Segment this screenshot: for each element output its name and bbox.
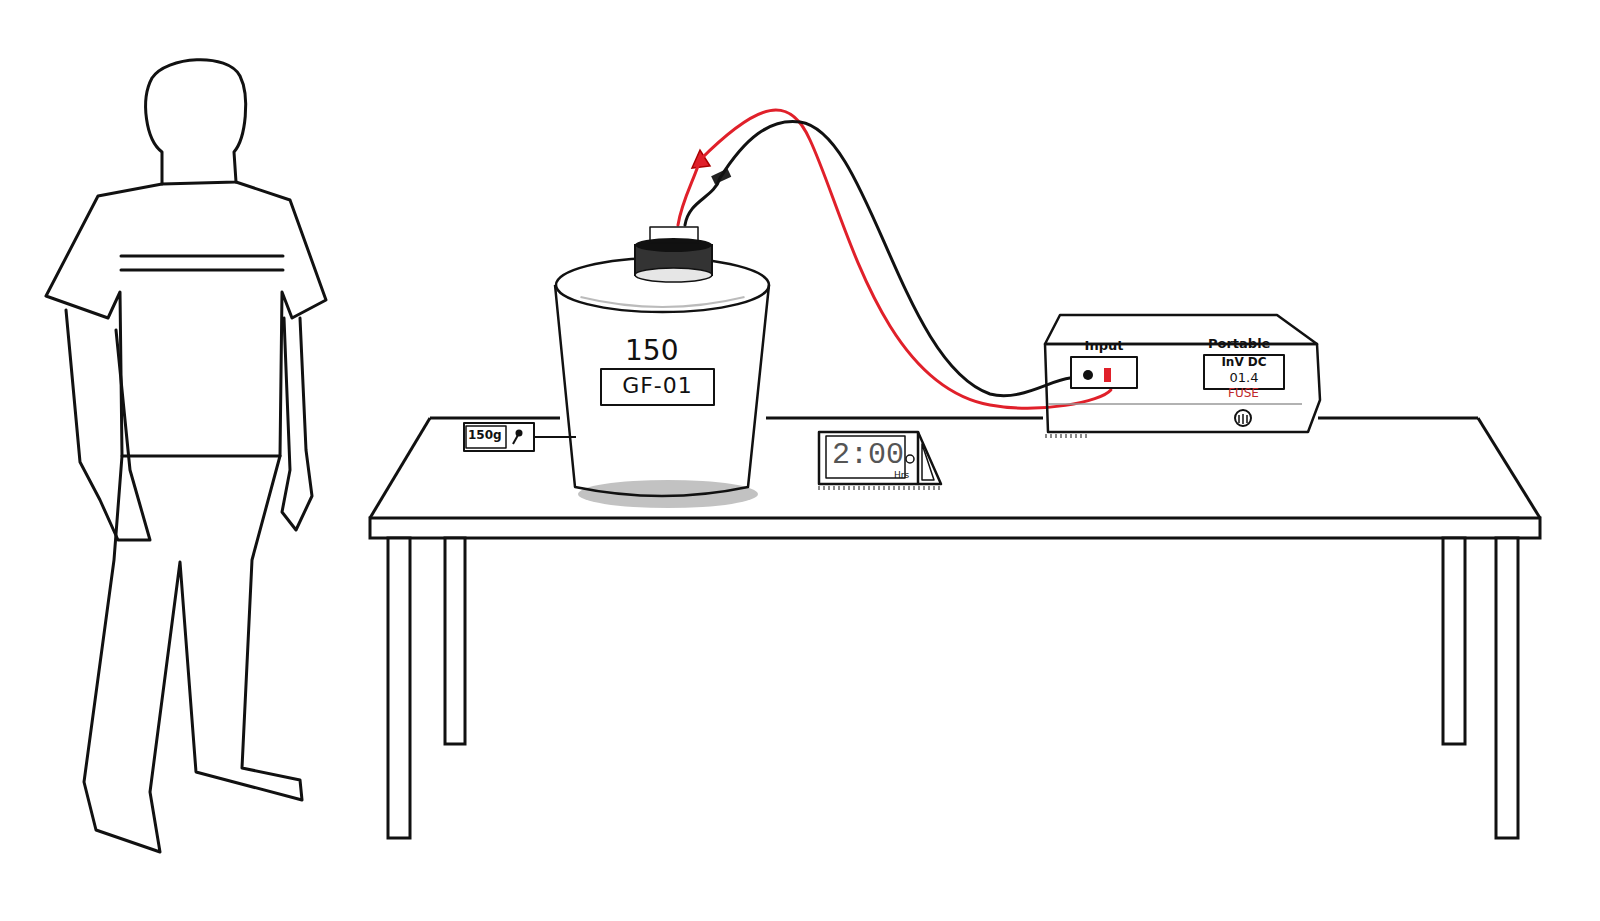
table-left-edge: [370, 418, 430, 518]
fuse-label: FUSE: [1228, 387, 1259, 401]
scale-outline: [464, 423, 534, 451]
meter-display: InV DC01.4: [1203, 354, 1285, 390]
input-label: Input: [1070, 339, 1138, 354]
table-front: [370, 518, 1540, 538]
probe-holder-base: [635, 268, 712, 282]
rim-shade: [581, 297, 745, 307]
timer-node: 2:00Hrs: [818, 430, 943, 488]
fuse-grip: [1239, 414, 1247, 424]
bucket-label: GF-01: [600, 373, 715, 398]
input-outline: [1071, 357, 1137, 388]
timer-unit: Hrs: [894, 470, 909, 480]
display-mode: InV DC: [1203, 356, 1285, 370]
person-outline: [46, 60, 326, 852]
person-right-arm: [282, 318, 312, 530]
bucket-shadow: [578, 480, 758, 508]
meter-shape: [1040, 312, 1322, 437]
device-shadow: [1045, 434, 1090, 438]
box-outline: [601, 369, 714, 405]
bucket-number: 150: [625, 335, 678, 367]
probe-clamp: [650, 227, 698, 243]
table-leg: [445, 538, 465, 744]
table-leg: [1496, 538, 1518, 838]
shirt-stripe: [121, 269, 283, 272]
person-head: [146, 60, 246, 184]
person-left-arm: [66, 310, 150, 540]
table-back-edge: [430, 417, 560, 420]
timer-stand: [918, 432, 941, 484]
display-value: 01.4: [1203, 371, 1285, 386]
scale-key: [516, 430, 523, 437]
table: [370, 418, 1540, 838]
timer-screen: [826, 436, 905, 478]
timer-body: [819, 432, 918, 484]
meter-trim: [1048, 403, 1302, 405]
bucket-body: [555, 285, 769, 496]
black-lead: [685, 121, 1070, 395]
table-back-edge: [1318, 417, 1478, 420]
clock-shadow: [818, 486, 940, 490]
bucket-node: 150GF-01: [550, 225, 775, 500]
timer-reading: 2:00: [832, 438, 904, 473]
table-right-edge: [1478, 418, 1540, 518]
input-jack-black: [1083, 370, 1093, 380]
box-outline: [1204, 355, 1284, 389]
meter-housing: PortableFUSE InputInV DC01.4: [1040, 312, 1322, 437]
person-pants: [84, 456, 302, 852]
scale-key: [513, 435, 518, 444]
table-leg: [388, 538, 410, 838]
input-panel: Input: [1070, 338, 1138, 390]
bucket-label-box: GF-01: [600, 368, 715, 406]
meter-front: [1045, 344, 1320, 432]
timer-knob: [906, 455, 914, 463]
timer-stand-inner: [922, 444, 934, 480]
fuse-holder: [1235, 410, 1251, 426]
scale-window: [466, 426, 506, 448]
shirt-stripe: [121, 255, 283, 258]
meter-title: Portable: [1208, 337, 1270, 352]
input-jack-red: [1104, 368, 1111, 382]
table-leg: [1443, 538, 1465, 744]
probe-holder-top: [635, 238, 712, 252]
scale-node: 150g: [463, 422, 535, 452]
table-back-edge: [766, 417, 1043, 420]
scale-reading: 150g: [468, 429, 502, 443]
